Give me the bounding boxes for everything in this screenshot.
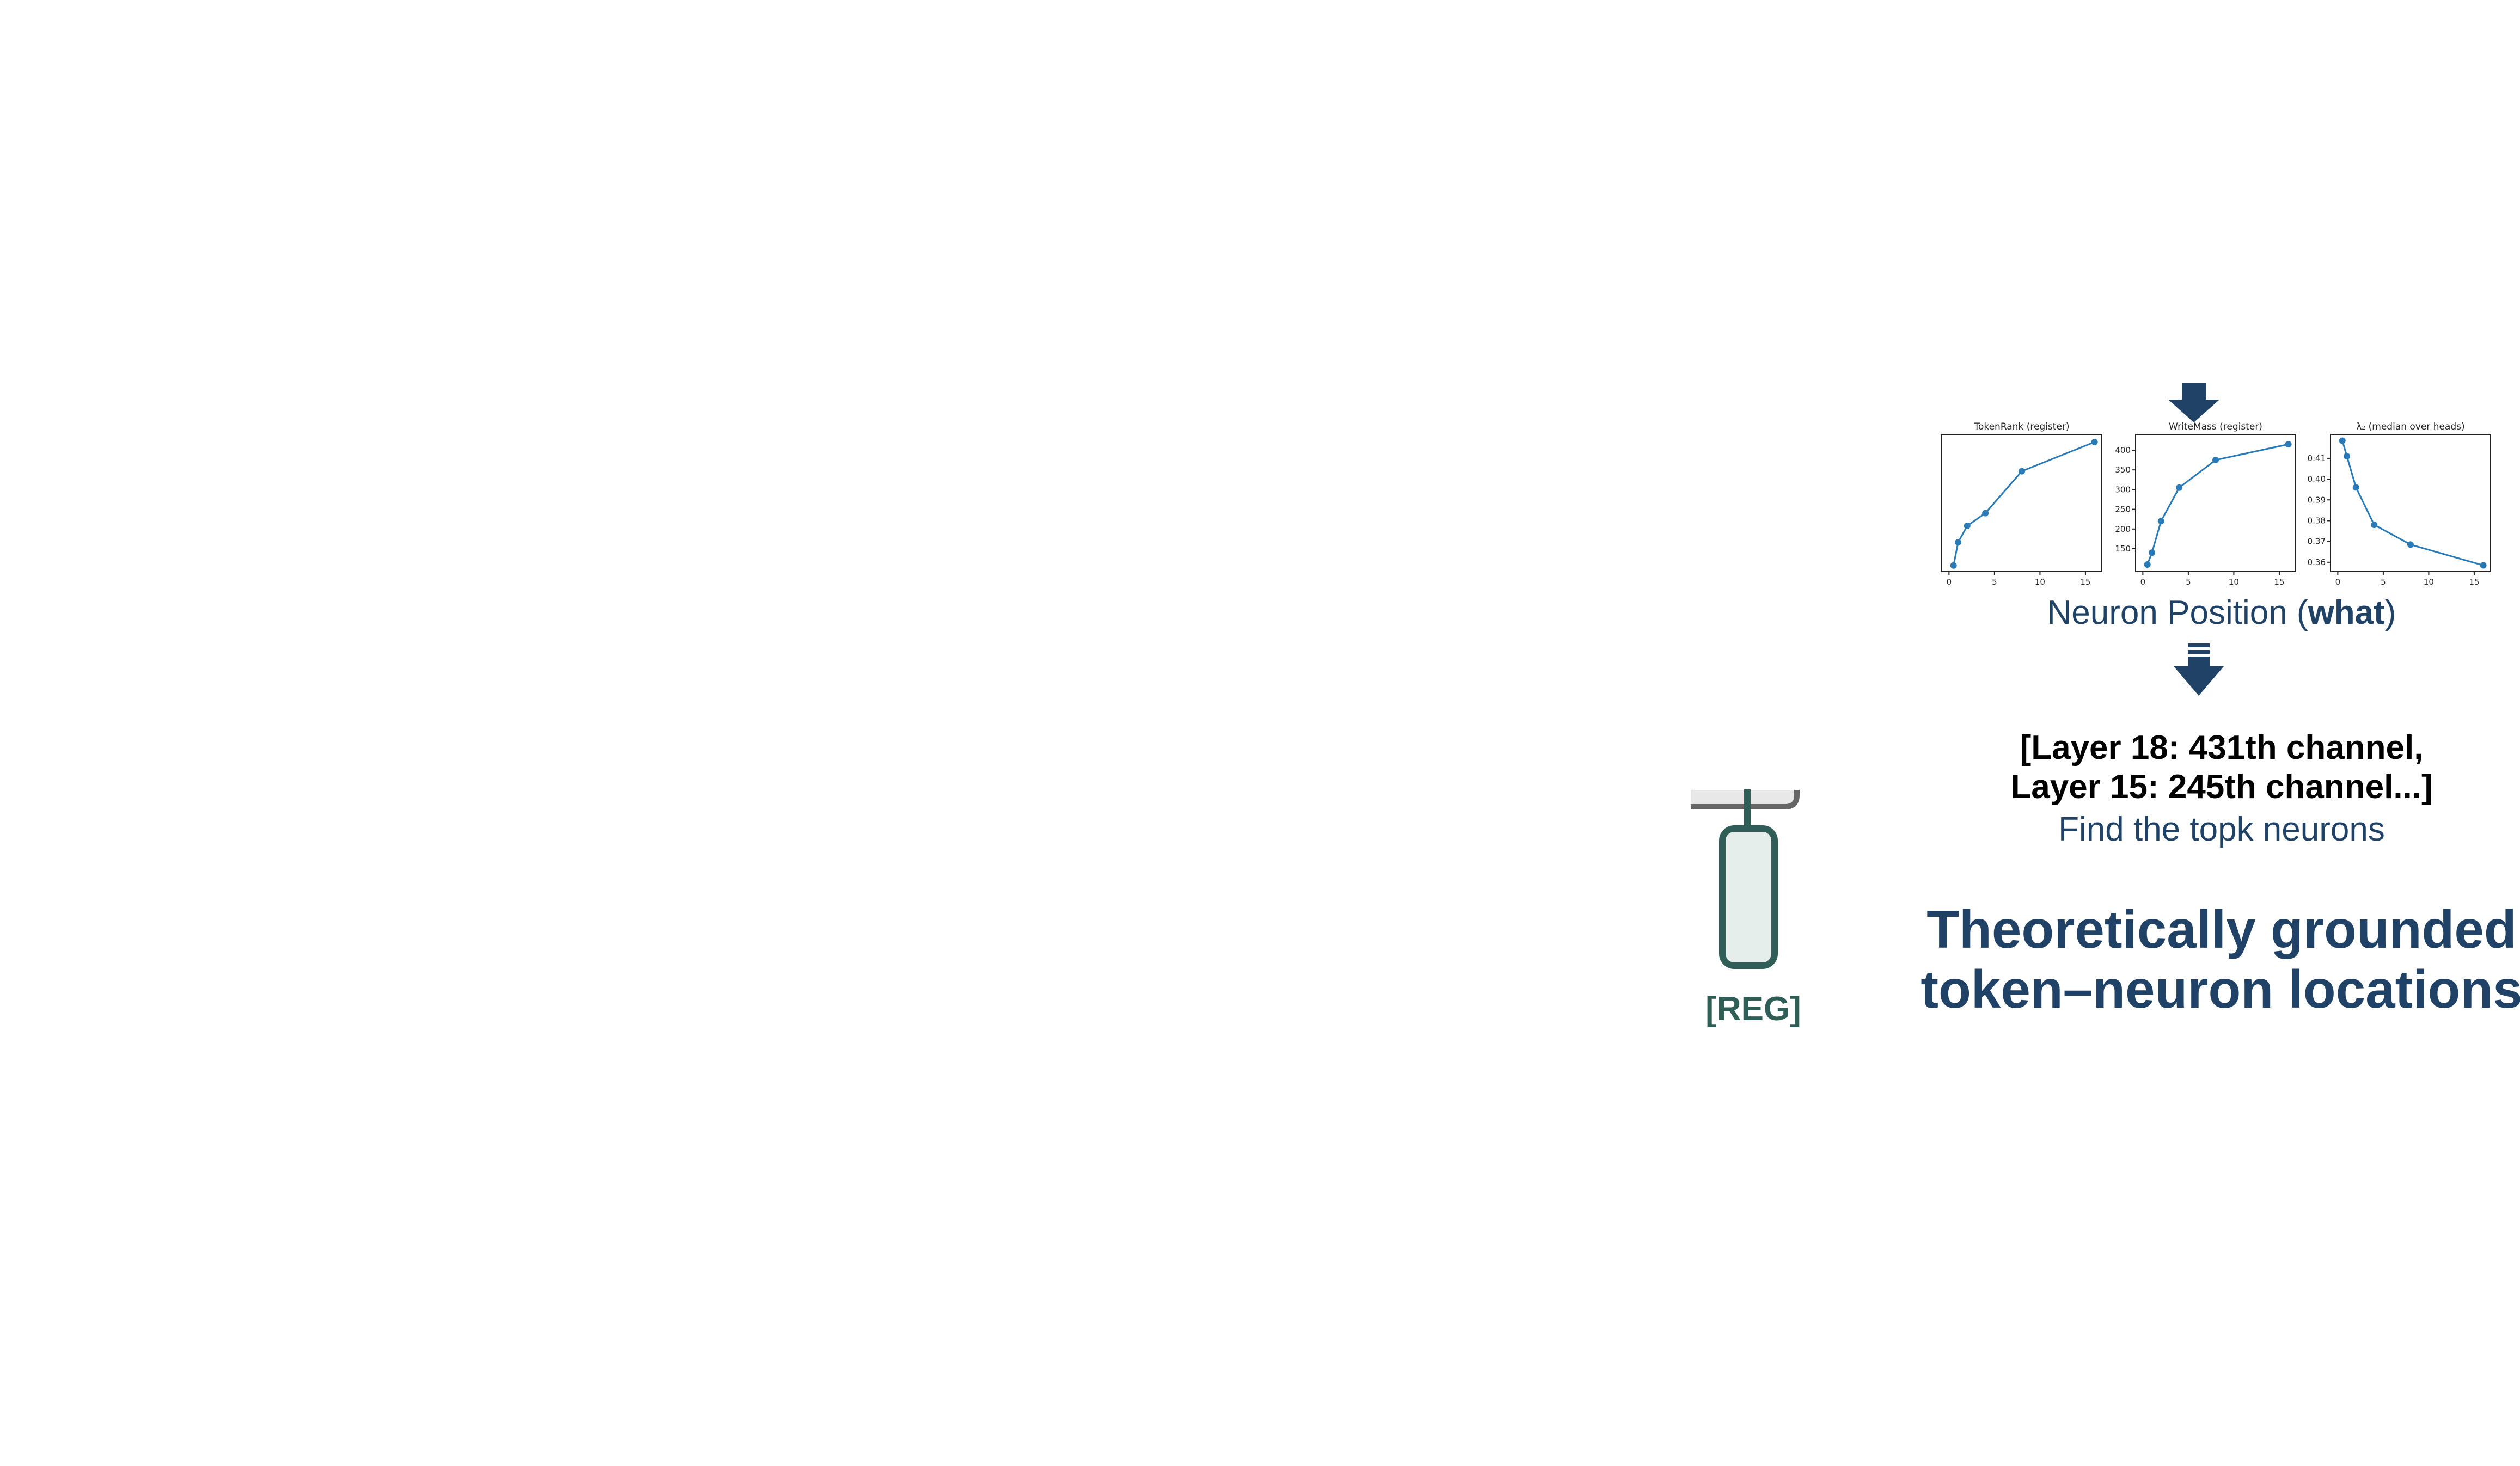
x-tick-label: 5 [2381,577,2386,587]
writemass-chart: WriteMass (register) 0 5 10 15 150 200 250 300 35… [2115,421,2296,587]
y-tick-label: 200 [2115,524,2131,534]
x-tick-label: 15 [2469,577,2479,587]
find-topk-label: Find the topk neurons [2058,811,2385,848]
data-point [2157,518,2164,525]
data-point [2019,468,2025,475]
y-tick-label: 0.40 [2308,474,2326,484]
data-point [2149,549,2156,556]
data-point [2091,439,2098,445]
layer-channel-list: [Layer 18: 431th channel, Layer 15: 245t… [1922,728,2520,807]
reg-token-box [1719,825,1778,969]
x-tick-label: 10 [2424,577,2434,587]
data-point [1964,523,1971,529]
main-claim: Theoretically grounded token–neuron loca… [1895,899,2520,1019]
gray-bar-outline [1691,790,1800,809]
data-point [1950,562,1957,569]
caption-bold-what: what [2308,594,2385,631]
y-tick-label: 300 [2115,484,2131,494]
plot-frame [1941,434,2102,572]
caption-prefix: Neuron Position ( [2047,594,2308,631]
reg-token-label: [REG] [1705,990,1801,1028]
data-point [1955,539,1962,546]
y-tick-label: 0.36 [2308,557,2326,567]
series-line [1953,441,2095,566]
x-tick-label: 0 [2140,577,2146,587]
data-point [2339,437,2346,444]
y-tick-label: 250 [2115,505,2131,514]
claim-line-1: Theoretically grounded [1926,899,2517,959]
x-tick-label: 0 [2335,577,2341,587]
y-tick-label: 400 [2115,445,2131,455]
x-tick-label: 10 [2035,577,2045,587]
data-point [2176,484,2183,491]
plot-frame [2330,434,2491,572]
lambda2-chart: λ₂ (median over heads) 0 5 10 15 0.36 0.37 0.38… [2308,421,2491,587]
plot-title: WriteMass (register) [2169,421,2262,432]
y-tick-label: 0.39 [2308,495,2326,505]
data-point [2480,562,2487,569]
data-point [2285,441,2292,448]
plot-title: TokenRank (register) [1973,421,2069,432]
gray-bar-shape [1691,790,1797,807]
x-tick-label: 10 [2229,577,2239,587]
tokenrank-chart: TokenRank (register) 0 5 10 15 [1941,421,2102,587]
y-tick-label: 0.37 [2308,537,2326,547]
plot-title: λ₂ (median over heads) [2356,421,2464,432]
x-tick-label: 15 [2274,577,2284,587]
y-tick-label: 150 [2115,544,2131,554]
data-point [2352,484,2359,491]
data-point [2371,522,2378,529]
neuron-position-caption: Neuron Position (what) [1949,593,2494,632]
x-tick-label: 15 [2080,577,2090,587]
data-point [1982,510,1989,517]
x-tick-label: 0 [1947,577,1952,587]
layer-line-2: Layer 15: 245th channel...] [2010,768,2433,806]
data-point [2212,457,2219,464]
layer-line-1: [Layer 18: 431th channel, [2020,729,2424,766]
y-tick-label: 0.38 [2308,516,2326,525]
data-point [2144,561,2151,568]
data-point [2407,541,2414,548]
claim-line-2: token–neuron locations [1920,959,2520,1019]
y-tick-label: 350 [2115,465,2131,475]
reg-token-graphic [1691,789,1800,969]
striped-arrow-down-icon [2174,643,2224,696]
x-tick-label: 5 [1992,577,1997,587]
y-tick-label: 0.41 [2308,453,2326,463]
plot-frame [2135,434,2296,572]
x-tick-label: 5 [2186,577,2191,587]
caption-suffix: ) [2384,594,2396,631]
data-point [2344,453,2351,460]
arrow-down-icon [2168,383,2219,422]
